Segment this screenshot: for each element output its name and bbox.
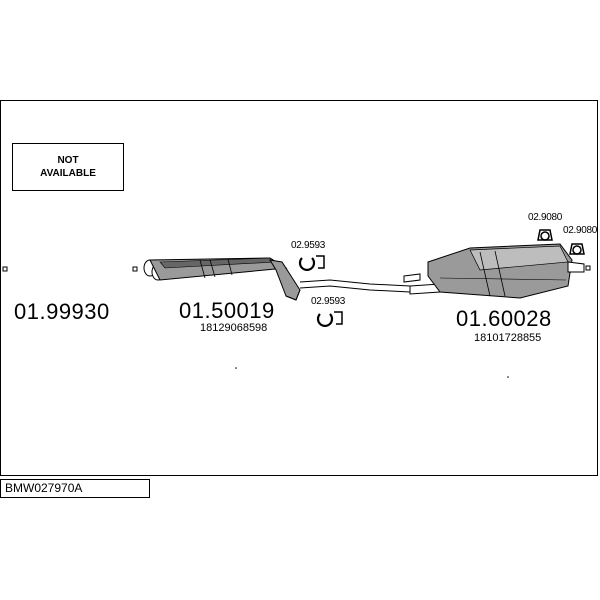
oem-number-label: 18101728855 (474, 332, 542, 344)
not-available-box: NOT AVAILABLE (12, 143, 124, 191)
rubber-mount-icon (569, 243, 585, 255)
clamp-icon (298, 255, 325, 271)
rubber-mount-icon (537, 229, 553, 241)
status-line: NOT (57, 155, 79, 166)
accessory-code-label[interactable]: 02.9593 (291, 240, 326, 251)
part-number-label[interactable]: 01.60028 (456, 306, 552, 331)
part-number-label[interactable]: 01.99930 (14, 299, 110, 324)
oem-number-label: 18129068598 (200, 322, 268, 334)
connector-icon (2, 266, 8, 272)
reference-code-box: BMW027970A (0, 479, 150, 498)
rear-silencer-drawing (403, 243, 591, 299)
accessory-code-label[interactable]: 02.9080 (563, 225, 598, 236)
connector-icon (585, 265, 591, 271)
clamp-icon (316, 311, 343, 327)
reference-code: BMW027970A (5, 481, 83, 495)
accessory-code-label[interactable]: 02.9593 (311, 296, 346, 307)
accessory-code-label[interactable]: 02.9080 (528, 212, 563, 223)
connector-icon (132, 266, 138, 272)
middle-silencer-drawing (143, 257, 411, 301)
diagram-frame (0, 100, 598, 476)
part-number-label[interactable]: 01.50019 (179, 298, 275, 323)
status-line: AVAILABLE (40, 168, 96, 179)
